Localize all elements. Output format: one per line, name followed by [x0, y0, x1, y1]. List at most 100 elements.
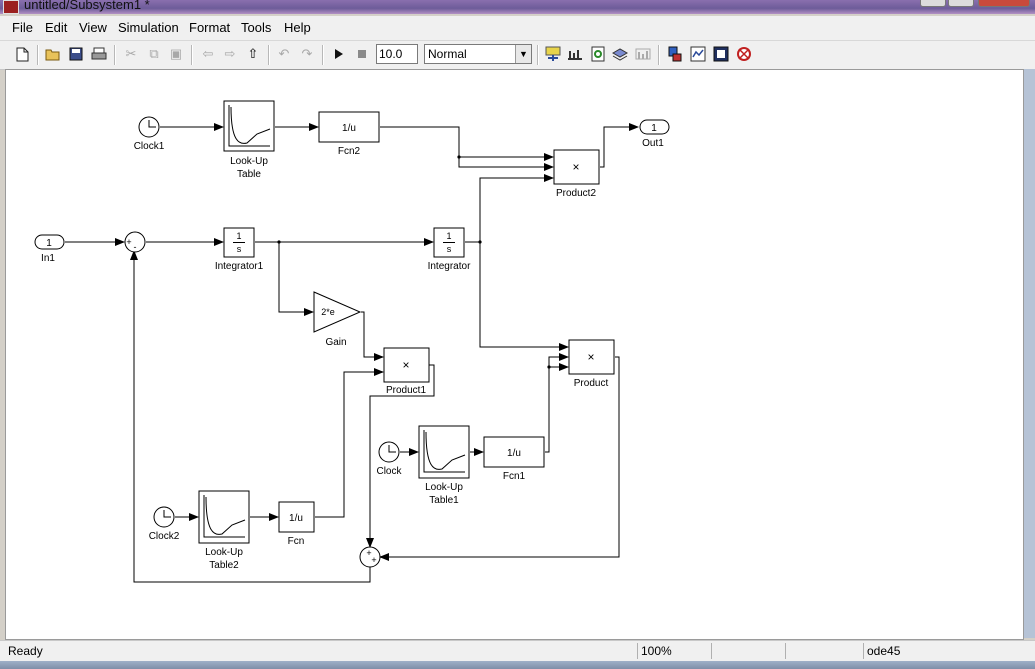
open-icon[interactable]	[45, 46, 61, 62]
simulation-mode-select[interactable]: Normal ▼	[424, 44, 532, 64]
taskbar	[0, 661, 1035, 669]
fcn1-label: Fcn1	[503, 471, 526, 482]
menu-file[interactable]: File	[12, 20, 33, 35]
integrator1-denominator: s	[237, 244, 242, 254]
menu-help[interactable]: Help	[284, 20, 311, 35]
integrator-label: Integrator	[428, 261, 471, 272]
model-explorer-icon[interactable]	[635, 46, 651, 62]
sum1-block[interactable]: + +	[359, 546, 381, 568]
product1-label: Product1	[386, 385, 426, 396]
status-text: Ready	[8, 644, 43, 658]
toolbar-separator	[268, 45, 270, 65]
signal-fcn-to-product1	[315, 368, 384, 518]
product2-operator: ×	[572, 160, 579, 174]
paste-icon[interactable]: ▣	[169, 46, 183, 61]
toolbar-separator	[191, 45, 193, 65]
profiler-icon[interactable]	[713, 46, 729, 62]
product1-block[interactable]	[383, 347, 430, 383]
signal-product-to-sum1	[379, 356, 620, 561]
sum-block[interactable]: + -	[124, 231, 146, 253]
svg-text:+: +	[126, 237, 131, 247]
out1-label: Out1	[642, 138, 664, 149]
library-browser-icon[interactable]	[612, 46, 628, 62]
back-icon[interactable]: ⇦	[202, 46, 214, 61]
integrator1-numerator: 1	[236, 231, 241, 241]
stop-icon[interactable]	[354, 46, 370, 62]
print-icon[interactable]	[91, 46, 107, 62]
solver-name: ode45	[863, 643, 1003, 659]
integrator-block[interactable]	[433, 227, 465, 258]
clock2-block[interactable]	[153, 506, 175, 528]
product1-operator: ×	[402, 358, 409, 372]
gain-expression: 2*e	[321, 307, 335, 317]
lookup-table2-block[interactable]	[198, 490, 250, 544]
up-icon[interactable]: ⇧	[247, 46, 259, 61]
branch-points	[277, 155, 551, 369]
toolbar: ✂ ⧉ ▣ ⇦ ⇨ ⇧ ↶ ↷ 10.0 Normal ▼	[0, 41, 1035, 70]
maximize-button[interactable]	[948, 0, 974, 7]
toolbar-separator	[537, 45, 539, 65]
menu-view[interactable]: View	[79, 20, 107, 35]
fcn2-label: Fcn2	[338, 146, 361, 157]
lookup-table1-block[interactable]	[418, 425, 470, 479]
product-operator: ×	[587, 350, 594, 364]
copy-icon[interactable]: ⧉	[149, 46, 159, 61]
integrator1-block[interactable]	[223, 227, 255, 258]
gain-block[interactable]	[313, 291, 362, 333]
clock-block[interactable]	[378, 441, 400, 463]
lookup-table1-label-line2: Table1	[429, 495, 459, 506]
cut-icon[interactable]: ✂	[125, 46, 137, 61]
product-block[interactable]	[568, 339, 615, 375]
fcn-expression: 1/u	[289, 513, 303, 524]
debugger-icon[interactable]	[667, 46, 683, 62]
fcn-block[interactable]	[278, 501, 315, 533]
menu-simulation[interactable]: Simulation	[118, 20, 179, 35]
lookup-table2-label-line1: Look-Up	[205, 547, 243, 558]
update-icon[interactable]	[567, 46, 583, 62]
integrator-numerator: 1	[446, 231, 451, 241]
signal-fcn2-to-product2	[380, 126, 554, 161]
in1-port[interactable]	[34, 234, 65, 250]
signal-icon[interactable]	[690, 46, 706, 62]
redo-icon[interactable]: ↷	[301, 46, 313, 61]
minimize-button[interactable]	[920, 0, 946, 7]
window-title: untitled/Subsystem1 *	[24, 0, 150, 12]
menu-bar: File Edit View Simulation Format Tools H…	[0, 16, 1035, 41]
status-blank-cell	[711, 643, 783, 659]
lookup-table2-label-line2: Table2	[209, 560, 239, 571]
lookup-table-block[interactable]	[223, 100, 275, 152]
status-blank-cell	[785, 643, 861, 659]
new-model-icon[interactable]	[14, 46, 30, 62]
menu-edit[interactable]: Edit	[45, 20, 68, 35]
close-button[interactable]	[978, 0, 1030, 7]
stop-time-input[interactable]: 10.0	[376, 44, 418, 64]
toolbar-separator	[114, 45, 116, 65]
signal-integrator1-to-gain	[278, 242, 314, 316]
refresh-icon[interactable]	[590, 46, 606, 62]
simulation-mode-value: Normal	[428, 47, 467, 61]
toolbar-separator	[322, 45, 324, 65]
model-canvas[interactable]: Clock1 Look-Up Table 1/u Fcn2 × Product2…	[5, 69, 1024, 640]
lookup-table-label-line2: Table	[237, 169, 261, 180]
fcn2-block[interactable]	[318, 111, 380, 143]
out1-port[interactable]	[639, 119, 670, 135]
signal-gain-to-product1	[361, 311, 384, 361]
clock2-label: Clock2	[149, 531, 180, 542]
menu-format[interactable]: Format	[189, 20, 231, 35]
run-icon[interactable]	[331, 46, 347, 62]
undo-icon[interactable]: ↶	[278, 46, 290, 61]
desktop-edge	[1024, 69, 1035, 638]
product2-block[interactable]	[553, 149, 600, 185]
clock1-block[interactable]	[138, 116, 160, 138]
save-icon[interactable]	[68, 46, 84, 62]
build-icon[interactable]	[545, 46, 561, 62]
signal-integrator-to-product	[479, 242, 569, 351]
lookup-table1-label-line1: Look-Up	[425, 482, 463, 493]
target-icon[interactable]	[736, 46, 752, 62]
forward-icon[interactable]: ⇨	[224, 46, 236, 61]
chevron-down-icon[interactable]: ▼	[515, 45, 531, 63]
toolbar-separator	[37, 45, 39, 65]
integrator1-label: Integrator1	[215, 261, 264, 272]
fcn1-block[interactable]	[483, 436, 545, 468]
menu-tools[interactable]: Tools	[241, 20, 272, 35]
